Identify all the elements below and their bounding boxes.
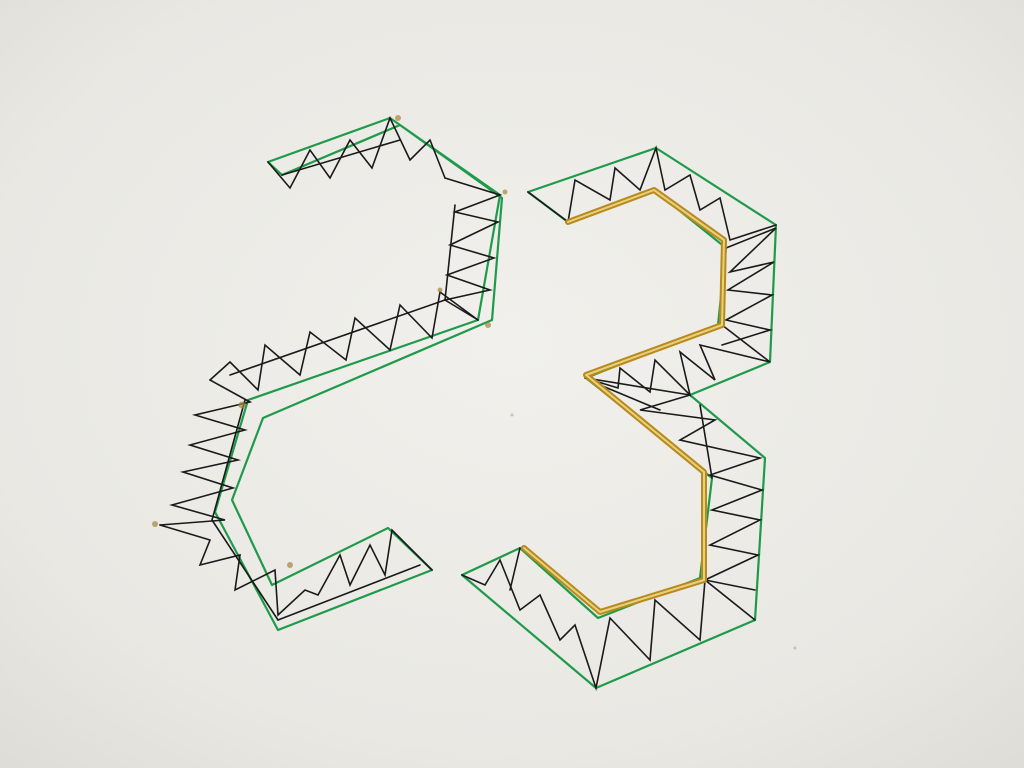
digit-three-truss-lines — [461, 145, 777, 692]
glue-marks-two — [152, 115, 508, 568]
gold-wire-highlight — [523, 189, 725, 613]
paper-specks — [510, 413, 797, 650]
digit-three-truss — [460, 145, 778, 692]
digit-two-truss-lines — [159, 115, 503, 621]
digit-two-truss — [152, 115, 508, 632]
digit-two-outline — [213, 116, 504, 632]
